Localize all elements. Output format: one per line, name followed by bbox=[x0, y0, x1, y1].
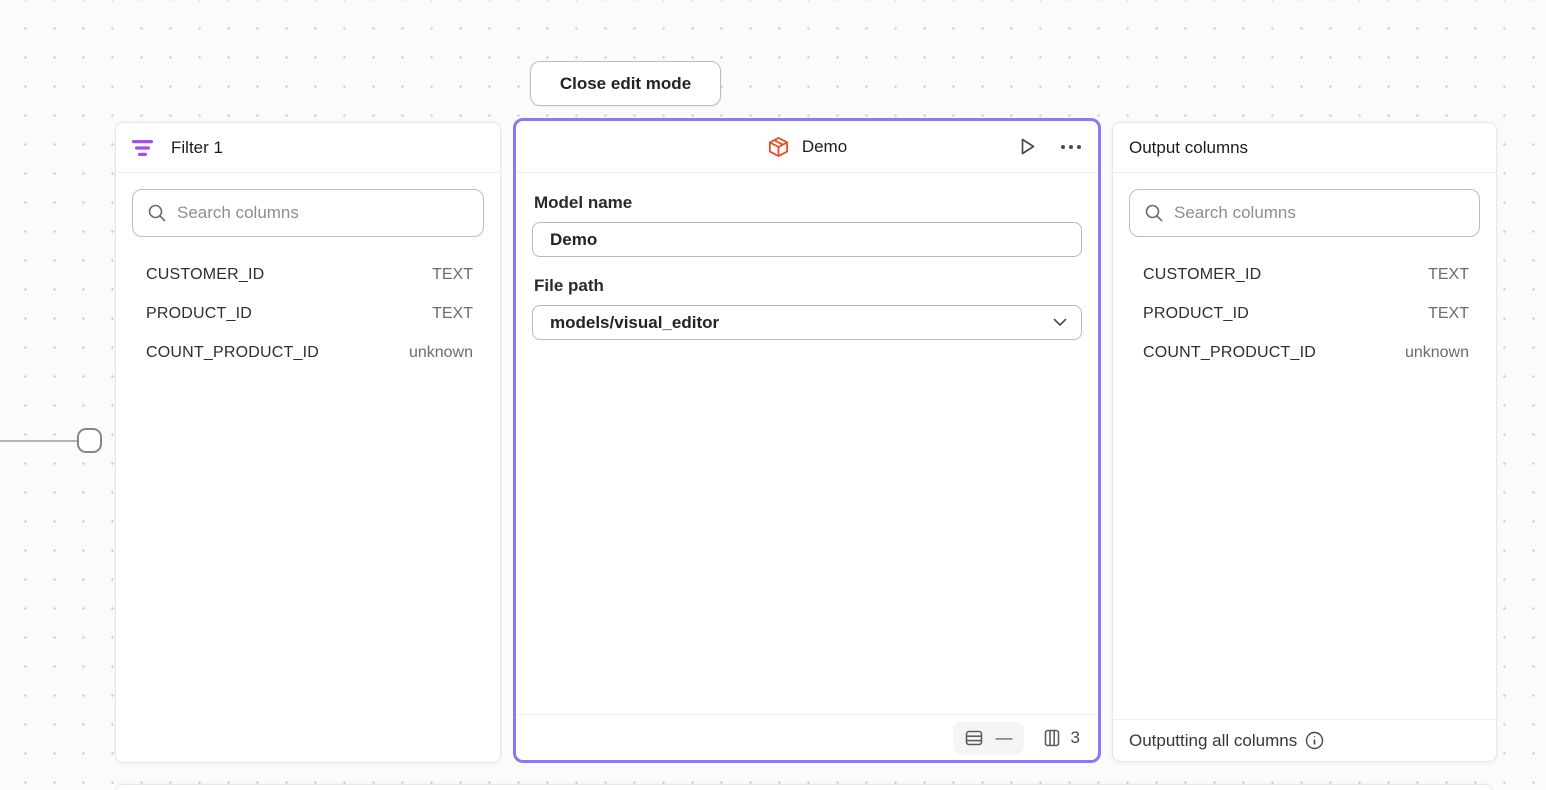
column-type: TEXT bbox=[1428, 304, 1469, 322]
play-icon bbox=[1021, 138, 1034, 155]
model-cube-icon bbox=[767, 135, 790, 159]
column-name: COUNT_PRODUCT_ID bbox=[1143, 343, 1316, 361]
search-icon bbox=[1144, 203, 1164, 223]
model-name-label: Model name bbox=[534, 193, 633, 212]
filter-search-input[interactable] bbox=[177, 203, 469, 223]
model-panel-footer: — 3 bbox=[516, 714, 1098, 760]
output-panel-header: Output columns bbox=[1113, 123, 1496, 173]
file-path-value: models/visual_editor bbox=[550, 312, 720, 332]
column-type: unknown bbox=[408, 343, 473, 361]
bottom-panel[interactable] bbox=[115, 784, 1493, 790]
column-type: TEXT bbox=[432, 304, 473, 322]
row-count-value: — bbox=[995, 727, 1013, 747]
output-column-list: CUSTOMER_ID TEXT PRODUCT_ID TEXT COUNT_P… bbox=[1113, 251, 1496, 719]
model-name-input[interactable] bbox=[532, 222, 1082, 257]
column-count-stat[interactable]: 3 bbox=[1042, 728, 1080, 748]
column-name: COUNT_PRODUCT_ID bbox=[146, 343, 319, 361]
column-row[interactable]: PRODUCT_ID TEXT bbox=[116, 294, 500, 333]
filter-node-panel[interactable]: Filter 1 CUSTOMER_ID TEXT bbox=[115, 122, 501, 763]
column-row[interactable]: PRODUCT_ID TEXT bbox=[1113, 294, 1496, 333]
output-panel-footer: Outputting all columns bbox=[1113, 719, 1496, 761]
column-row[interactable]: CUSTOMER_ID TEXT bbox=[116, 255, 500, 294]
column-count-value: 3 bbox=[1070, 727, 1080, 747]
column-name: CUSTOMER_ID bbox=[146, 265, 265, 283]
column-type: TEXT bbox=[432, 265, 473, 283]
column-type: TEXT bbox=[1428, 265, 1469, 283]
column-row[interactable]: CUSTOMER_ID TEXT bbox=[1113, 255, 1496, 294]
column-type: unknown bbox=[1404, 343, 1469, 361]
model-panel-title: Demo bbox=[801, 136, 848, 156]
column-name: PRODUCT_ID bbox=[1143, 304, 1250, 322]
output-search-input[interactable] bbox=[1174, 203, 1465, 223]
ellipsis-icon bbox=[1061, 144, 1081, 149]
output-footer-text: Outputting all columns bbox=[1129, 730, 1298, 750]
file-path-label: File path bbox=[534, 276, 604, 295]
more-options-button[interactable] bbox=[1058, 134, 1084, 160]
model-node-panel[interactable]: Demo Model name File pa bbox=[513, 118, 1101, 763]
connector-handle[interactable] bbox=[77, 428, 102, 453]
column-row[interactable]: COUNT_PRODUCT_ID unknown bbox=[1113, 333, 1496, 372]
connector-edge bbox=[0, 440, 78, 442]
search-icon bbox=[147, 203, 167, 223]
info-icon[interactable] bbox=[1305, 731, 1324, 750]
output-search-box[interactable] bbox=[1129, 189, 1480, 237]
filter-panel-title: Filter 1 bbox=[171, 137, 223, 157]
filter-column-list: CUSTOMER_ID TEXT PRODUCT_ID TEXT COUNT_P… bbox=[116, 251, 500, 762]
column-row[interactable]: COUNT_PRODUCT_ID unknown bbox=[116, 333, 500, 372]
output-columns-panel[interactable]: Output columns CUSTOMER_ID TEXT bbox=[1112, 122, 1497, 762]
file-path-select[interactable]: models/visual_editor bbox=[532, 305, 1082, 340]
column-name: PRODUCT_ID bbox=[146, 304, 253, 322]
close-edit-mode-button[interactable]: Close edit mode bbox=[530, 61, 721, 106]
output-panel-title: Output columns bbox=[1129, 137, 1249, 157]
filter-panel-header: Filter 1 bbox=[116, 123, 500, 173]
chevron-down-icon bbox=[1053, 318, 1067, 327]
column-name: CUSTOMER_ID bbox=[1143, 265, 1262, 283]
row-count-stat[interactable]: — bbox=[952, 721, 1024, 754]
model-panel-header: Demo bbox=[516, 121, 1098, 173]
run-model-button[interactable] bbox=[1014, 134, 1040, 160]
filter-search-box[interactable] bbox=[132, 189, 484, 237]
columns-icon bbox=[1042, 728, 1062, 748]
rows-icon bbox=[964, 728, 984, 748]
filter-icon bbox=[132, 139, 153, 157]
